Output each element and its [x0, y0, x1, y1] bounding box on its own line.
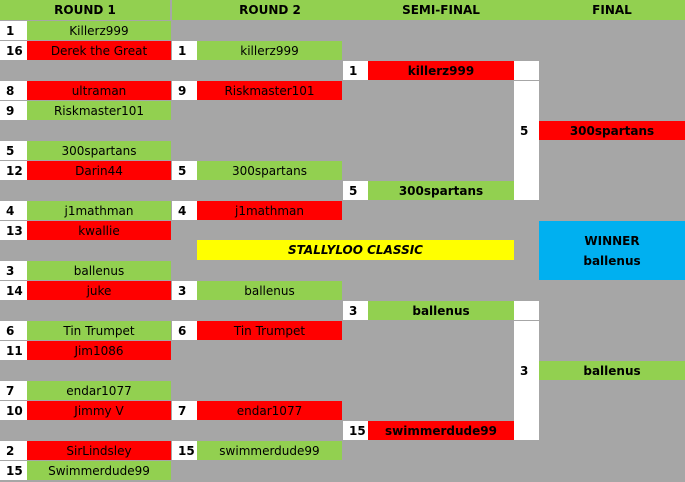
r2-seed: 5 — [172, 161, 197, 180]
r1-seed: 7 — [0, 381, 27, 400]
r1-player: Tin Trumpet — [27, 321, 171, 340]
r2-player: killerz999 — [197, 41, 342, 60]
header-round1: ROUND 1 — [0, 0, 170, 20]
bracket-connector — [514, 301, 539, 320]
r2-player: ballenus — [197, 281, 342, 300]
r1-seed: 1 — [0, 21, 27, 40]
bracket-connector — [514, 421, 539, 440]
r2-player: Tin Trumpet — [197, 321, 342, 340]
header-round2: ROUND 2 — [172, 0, 368, 20]
r1-player: Derek the Great — [27, 41, 171, 60]
semi-player: 300spartans — [368, 181, 514, 200]
r2-seed: 3 — [172, 281, 197, 300]
r2-player: endar1077 — [197, 401, 342, 420]
r1-seed: 2 — [0, 441, 27, 460]
winner-box: WINNER ballenus — [539, 221, 685, 280]
header-final: FINAL — [539, 0, 685, 20]
r2-player: 300spartans — [197, 161, 342, 180]
r1-seed: 11 — [0, 341, 27, 360]
bracket-connector — [514, 181, 539, 200]
tournament-title: STALLYLOO CLASSIC — [197, 240, 514, 260]
r1-player: Darin44 — [27, 161, 171, 180]
r1-player: Jimmy V — [27, 401, 171, 420]
semi-seed: 15 — [343, 421, 368, 440]
r1-seed: 13 — [0, 221, 27, 240]
r1-seed: 5 — [0, 141, 27, 160]
r1-player: Jim1086 — [27, 341, 171, 360]
r1-player: ballenus — [27, 261, 171, 280]
r1-player: juke — [27, 281, 171, 300]
r1-player: Swimmerdude99 — [27, 461, 171, 480]
semi-seed: 1 — [343, 61, 368, 80]
r1-seed: 6 — [0, 321, 27, 340]
r1-seed: 14 — [0, 281, 27, 300]
semi-player: ballenus — [368, 301, 514, 320]
r1-player: j1mathman — [27, 201, 171, 220]
semi-seed: 5 — [343, 181, 368, 200]
r1-seed: 4 — [0, 201, 27, 220]
r2-seed: 4 — [172, 201, 197, 220]
semi-player: killerz999 — [368, 61, 514, 80]
r1-seed: 16 — [0, 41, 27, 60]
r2-player: j1mathman — [197, 201, 342, 220]
r2-seed: 15 — [172, 441, 197, 460]
r1-seed: 8 — [0, 81, 27, 100]
r2-seed: 9 — [172, 81, 197, 100]
r1-player: kwallie — [27, 221, 171, 240]
r1-player: Killerz999 — [27, 21, 171, 40]
r1-player: SirLindsley — [27, 441, 171, 460]
r1-player: endar1077 — [27, 381, 171, 400]
final-player: ballenus — [539, 361, 685, 380]
r1-seed: 12 — [0, 161, 27, 180]
r1-seed: 3 — [0, 261, 27, 280]
r2-seed: 7 — [172, 401, 197, 420]
r2-player: swimmerdude99 — [197, 441, 342, 460]
r2-player: Riskmaster101 — [197, 81, 342, 100]
final-player: 300spartans — [539, 121, 685, 140]
r1-player: ultraman — [27, 81, 171, 100]
bracket-connector — [514, 61, 539, 80]
r1-seed: 15 — [0, 461, 27, 480]
r1-player: 300spartans — [27, 141, 171, 160]
r1-seed: 9 — [0, 101, 27, 120]
r2-seed: 1 — [172, 41, 197, 60]
r1-player: Riskmaster101 — [27, 101, 171, 120]
final-seed: 5 — [514, 121, 539, 140]
semi-player: swimmerdude99 — [368, 421, 514, 440]
winner-name: ballenus — [583, 253, 641, 268]
header-semi-final: SEMI-FINAL — [343, 0, 539, 20]
r1-seed: 10 — [0, 401, 27, 420]
winner-label: WINNER — [584, 233, 640, 248]
r2-seed: 6 — [172, 321, 197, 340]
semi-seed: 3 — [343, 301, 368, 320]
final-seed: 3 — [514, 361, 539, 380]
